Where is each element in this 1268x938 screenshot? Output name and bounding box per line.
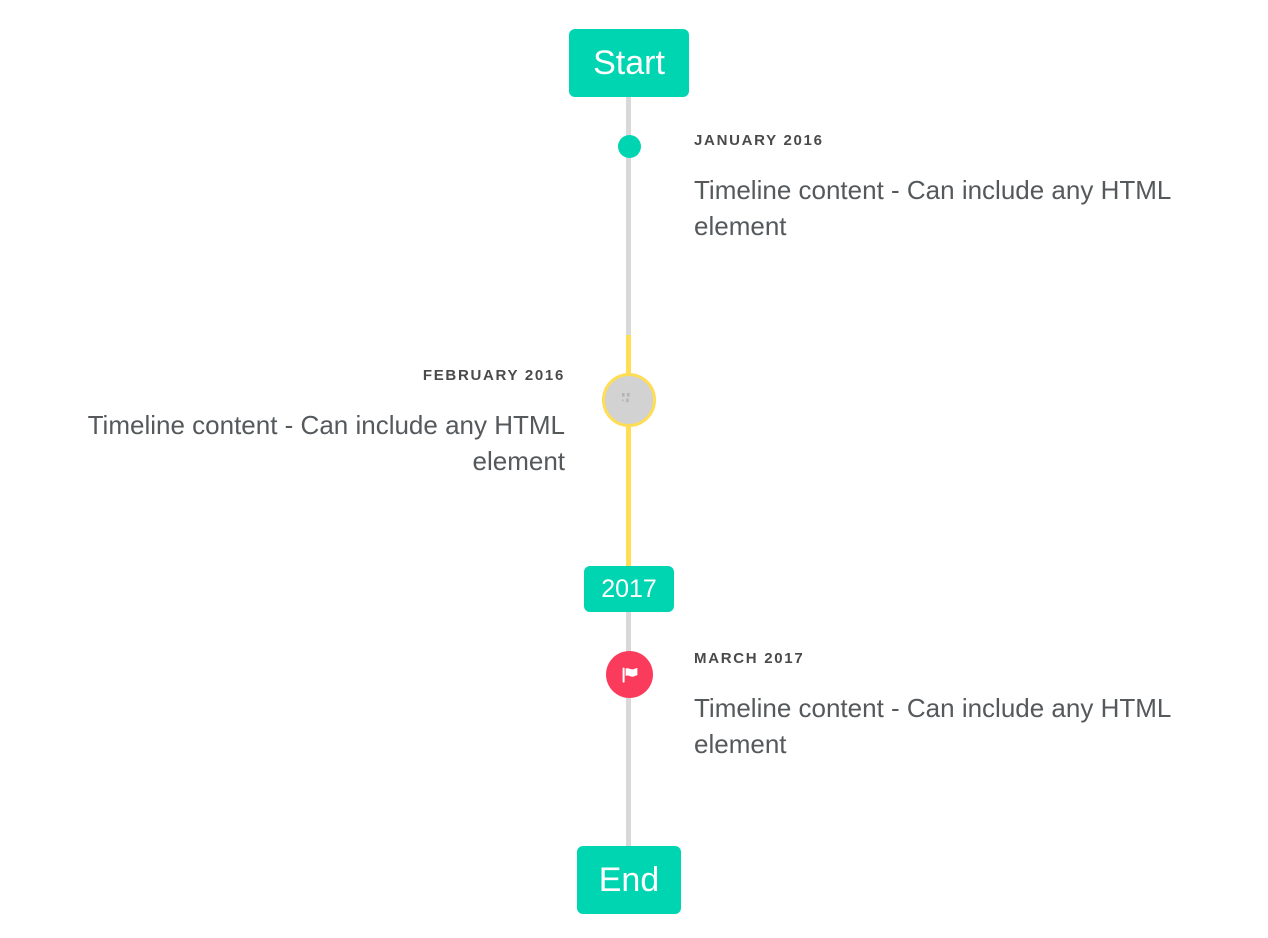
timeline-entry-body: Timeline content - Can include any HTML … [694,174,1171,242]
timeline-entry-march-2017: MARCH 2017 Timeline content - Can includ… [694,650,1224,763]
timeline-axis-segment-upper [626,97,631,335]
timeline-entry-date: FEBRUARY 2016 [422,367,565,384]
timeline-entry-date: MARCH 2017 [694,650,805,667]
timeline-marker-february-2016[interactable] [602,373,656,427]
timeline-entry-february-2016: FEBRUARY 2016 Timeline content - Can inc… [35,367,565,480]
timeline-axis-segment-active [626,335,631,566]
timeline-year-badge-2017[interactable]: 2017 [584,566,674,612]
timeline-start-label: Start [593,44,665,82]
timeline-entry-body: Timeline content - Can include any HTML … [694,692,1171,760]
timeline-axis-segment-lower [626,612,631,846]
flag-icon [622,667,637,683]
timeline-start-badge[interactable]: Start [569,29,689,97]
timeline-entry-body: Timeline content - Can include any HTML … [87,409,565,477]
timeline-entry-date: JANUARY 2016 [694,132,824,149]
timeline-marker-january-2016[interactable] [618,135,641,158]
timeline-marker-march-2017[interactable] [606,651,653,698]
timeline-year-label: 2017 [601,574,657,603]
broken-image-icon [622,393,630,403]
timeline-end-badge[interactable]: End [577,846,681,914]
timeline-end-label: End [598,861,660,899]
timeline-entry-january-2016: JANUARY 2016 Timeline content - Can incl… [694,132,1224,245]
